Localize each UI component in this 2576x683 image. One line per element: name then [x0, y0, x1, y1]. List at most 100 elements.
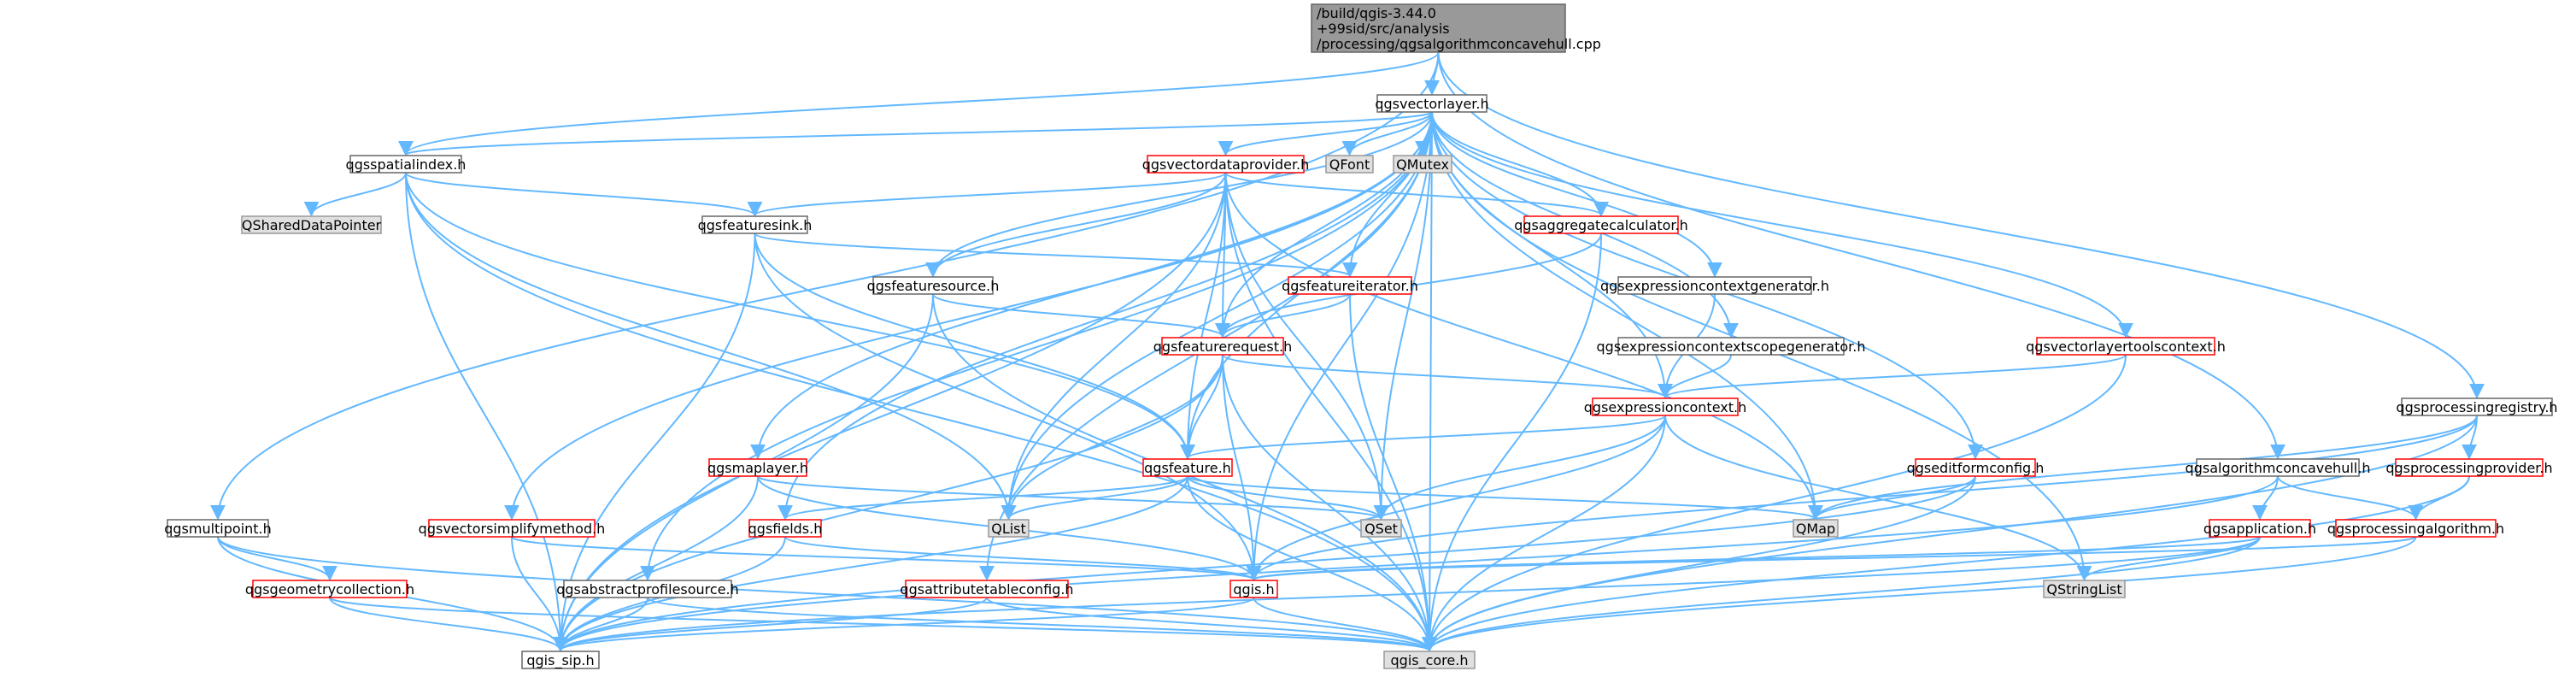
node-qgsexpressioncontext[interactable]: qgsexpressioncontext.h	[1584, 397, 1746, 416]
edge-qgseditformconfig-to-qmap	[1808, 475, 1976, 521]
edge-qgsexpressioncontext-to-qgis	[1246, 415, 1666, 581]
node-qgsvectorlayertoolscontext[interactable]: qgsvectorlayertoolscontext.h	[2026, 337, 2226, 356]
node-qgsvectordataprovider[interactable]: qgsvectordataprovider.h	[1142, 155, 1310, 174]
node-qgsmultipoint[interactable]: qgsmultipoint.h	[164, 519, 272, 538]
node-qgsprocessingalgorithm[interactable]: qgsprocessingalgorithm.h	[2327, 519, 2504, 538]
node-box	[1376, 94, 1488, 113]
node-label: QSet	[1364, 521, 1398, 537]
node-label: qgsfeaturesink.h	[698, 217, 813, 233]
node-qmap[interactable]: QMap	[1793, 519, 1839, 538]
edge-qgsvectordataprovider-to-qgsfeature	[1180, 172, 1227, 460]
node-box	[2036, 337, 2215, 356]
node-qgis-core[interactable]: qgis_core.h	[1383, 651, 1476, 669]
node-label: qgsmultipoint.h	[164, 521, 272, 537]
node-box	[1617, 276, 1812, 295]
node-label: qgsspatialindex.h	[346, 156, 466, 173]
edge-qgsfeature-to-qset	[1187, 475, 1389, 521]
node-qset[interactable]: QSet	[1360, 519, 1402, 538]
node-box	[1915, 458, 2036, 477]
edge-qgsvectorsimplifymethod-to-qgis	[511, 536, 1261, 581]
node-label: qgsaggregatecalculator.h	[1514, 217, 1688, 233]
node-qgsmaplayer[interactable]: qgsmaplayer.h	[707, 458, 808, 477]
node-label: qgsgeometrycollection.h	[245, 581, 414, 598]
node-qstringlist[interactable]: QStringList	[2043, 580, 2126, 598]
node-qgsattributetableconfig[interactable]: qgsattributetableconfig.h	[900, 580, 1074, 598]
edge-qgsvectorlayer-to-qgsfeaturerequest	[1215, 111, 1433, 339]
edge-qgsvectordataprovider-to-qgis-sip	[553, 172, 1227, 652]
node-label: qgsprocessingalgorithm.h	[2327, 521, 2504, 537]
edge-qgsapplication-to-qgis-core	[1422, 536, 2261, 652]
node-qlist[interactable]: QList	[988, 519, 1030, 538]
node-box	[1325, 155, 1374, 174]
node-qfont[interactable]: QFont	[1325, 155, 1374, 174]
node-box	[563, 580, 732, 598]
node-qgseditformconfig[interactable]: qgseditformconfig.h	[1907, 458, 2045, 477]
node-qgsfeaturerequest[interactable]: qgsfeaturerequest.h	[1153, 337, 1292, 356]
node-box	[167, 519, 269, 538]
node-label: +99sid/src/analysis	[1317, 21, 1450, 37]
node-qgsfeature[interactable]: qgsfeature.h	[1142, 458, 1233, 477]
edge-qgsalgorithmconcavehull-to-qgsprocessingalgorithm	[2277, 475, 2424, 521]
edge-qgsspatialindex-to-qgis-core	[405, 172, 1437, 652]
node-qgsfeaturesink[interactable]: qgsfeaturesink.h	[698, 215, 813, 234]
edge-qgsfeature-to-qgis-sip	[553, 475, 1188, 652]
node-qgsabstractprofilesource[interactable]: qgsabstractprofilesource.h	[556, 580, 739, 598]
node-label: qgsvectorlayer.h	[1375, 96, 1488, 112]
edge-qgsfeaturesink-to-qgis	[754, 233, 1262, 581]
edge-qgsgeometrycollection-to-qgis-sip	[329, 597, 568, 652]
node-qgsfeatureiterator[interactable]: qgsfeatureiterator.h	[1282, 276, 1418, 295]
node-label: qgsprocessingregistry.h	[2396, 399, 2557, 415]
edge-root-to-qgsprocessingregistry	[1437, 51, 2485, 399]
node-qgsfeaturesource[interactable]: qgsfeaturesource.h	[867, 276, 1000, 295]
edge-qgsvectorlayer-to-qgsfeaturesource	[925, 111, 1433, 278]
edge-qgsaggregatecalculator-to-qgis-core	[1422, 233, 1602, 652]
node-qmutex[interactable]: QMutex	[1393, 155, 1452, 174]
edge-qgsvectorlayertoolscontext-to-qgis-core	[1422, 354, 2127, 652]
node-box	[988, 519, 1030, 538]
node-qgsexpressioncontextscopegenerator[interactable]: qgsexpressioncontextscopegenerator.h	[1597, 337, 1866, 356]
node-qgis[interactable]: qgis.h	[1229, 580, 1278, 598]
edge-qgsapplication-to-qstringlist	[2076, 536, 2261, 581]
node-root[interactable]: /build/qgis-3.44.0+99sid/src/analysis/pr…	[1311, 3, 1601, 53]
node-box	[1360, 519, 1402, 538]
node-box	[428, 519, 596, 538]
node-qgsaggregatecalculator[interactable]: qgsaggregatecalculator.h	[1514, 215, 1688, 234]
node-qgsfields[interactable]: qgsfields.h	[748, 519, 823, 538]
node-box	[748, 519, 822, 538]
node-box	[1793, 519, 1839, 538]
node-qgsvectorsimplifymethod[interactable]: qgsvectorsimplifymethod.h	[419, 519, 606, 538]
edge-qgsfeaturerequest-to-qlist	[1000, 354, 1223, 521]
node-qshareddatapointer[interactable]: QSharedDataPointer	[241, 215, 382, 234]
node-layer: /build/qgis-3.44.0+99sid/src/analysis/pr…	[164, 3, 2558, 669]
node-box	[521, 651, 600, 669]
edge-qgsspatialindex-to-qlist	[405, 172, 1017, 521]
node-box	[701, 215, 808, 234]
edge-qgsvectorlayer-to-qgsvectorlayertoolscontext	[1431, 111, 2133, 339]
edge-qgsvectorlayer-to-qgsaggregatecalculator	[1431, 111, 1609, 217]
node-qgsexpressioncontextgenerator[interactable]: qgsexpressioncontextgenerator.h	[1600, 276, 1829, 295]
edge-qgsvectorlayer-to-qgsvectordataprovider	[1218, 111, 1433, 156]
edge-qgsprocessingregistry-to-qgis	[1246, 415, 2478, 581]
node-box	[2395, 458, 2544, 477]
node-qgsprocessingprovider[interactable]: qgsprocessingprovider.h	[2385, 458, 2553, 477]
edge-qgsapplication-to-qgis-sip	[553, 536, 2261, 652]
node-qgsspatialindex[interactable]: qgsspatialindex.h	[346, 155, 466, 174]
node-box	[2043, 580, 2126, 598]
node-qgis-sip[interactable]: qgis_sip.h	[521, 651, 600, 669]
node-label: qgsapplication.h	[2203, 521, 2316, 537]
node-box	[1383, 651, 1476, 669]
edge-qgsexpressioncontext-to-qgsfeature	[1180, 415, 1666, 460]
node-label: /build/qgis-3.44.0	[1317, 5, 1436, 21]
node-qgsprocessingregistry[interactable]: qgsprocessingregistry.h	[2396, 397, 2558, 416]
edge-qgsprocessingalgorithm-to-qgis	[1247, 536, 2417, 581]
edge-qgsvectorlayertoolscontext-to-qgsexpressioncontext	[1658, 354, 2127, 399]
node-qgsapplication[interactable]: qgsapplication.h	[2203, 519, 2316, 538]
node-label: QList	[991, 521, 1026, 537]
node-qgsvectorlayer[interactable]: qgsvectorlayer.h	[1375, 94, 1489, 113]
node-label: qgsfeaturerequest.h	[1153, 339, 1292, 355]
node-label: qgsvectordataprovider.h	[1142, 156, 1310, 173]
node-qgsalgorithmconcavehull[interactable]: qgsalgorithmconcavehull.h	[2186, 458, 2371, 477]
edge-qgsfeaturerequest-to-qgsexpressioncontext	[1222, 354, 1673, 399]
edge-qgsmaplayer-to-qset	[757, 475, 1388, 521]
node-qgsgeometrycollection[interactable]: qgsgeometrycollection.h	[245, 580, 414, 598]
